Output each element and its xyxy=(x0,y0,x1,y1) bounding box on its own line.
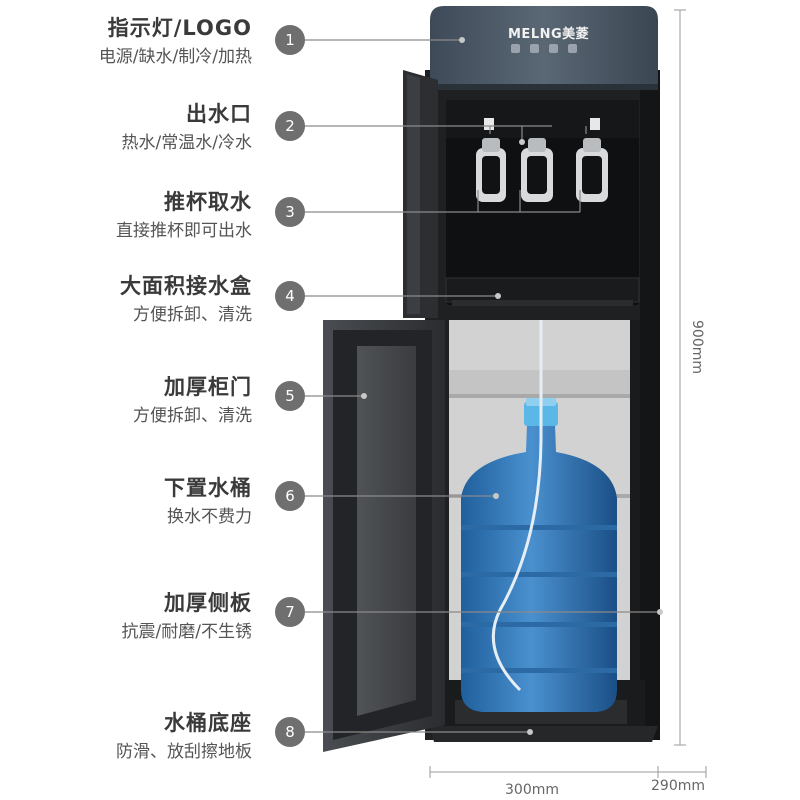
indicator-lights xyxy=(511,44,577,53)
feature-subtitle: 方便拆卸、清洗 xyxy=(133,305,252,325)
feature-title: 下置水桶 xyxy=(164,476,252,500)
callout-badge: 3 xyxy=(275,197,305,227)
callout-line-3 xyxy=(305,190,581,213)
water-bottle xyxy=(461,398,617,712)
feature-subtitle: 方便拆卸、清洗 xyxy=(133,406,252,426)
callout-badge: 5 xyxy=(275,381,305,411)
feature-bucket-base: 水桶底座 防滑、放刮擦地板 xyxy=(116,710,252,764)
feature-subtitle: 直接推杯即可出水 xyxy=(116,221,252,241)
feature-subtitle: 换水不费力 xyxy=(167,507,252,527)
feature-drip-tray: 大面积接水盒 方便拆卸、清洗 xyxy=(120,273,252,327)
drip-tray xyxy=(445,277,640,306)
water-taps xyxy=(476,118,608,202)
feature-water-outlet: 出水口 热水/常温水/冷水 xyxy=(122,101,252,155)
callout-badge: 8 xyxy=(275,717,305,747)
dispensing-recess xyxy=(446,100,639,305)
callout-badge: 6 xyxy=(275,481,305,511)
callout-line-2 xyxy=(305,125,587,142)
callout-badge: 4 xyxy=(275,281,305,311)
upper-door xyxy=(403,70,438,318)
feature-title: 指示灯/LOGO xyxy=(107,16,252,40)
feature-title: 出水口 xyxy=(186,102,252,126)
feature-thick-door: 加厚柜门 方便拆卸、清洗 xyxy=(133,374,252,428)
width-dimension-label: 300mm xyxy=(505,782,559,798)
callout-badge: 7 xyxy=(275,597,305,627)
feature-indicator-logo: 指示灯/LOGO 电源/缺水/制冷/加热 xyxy=(99,15,252,69)
feature-thick-side-panel: 加厚侧板 抗震/耐磨/不生锈 xyxy=(122,590,252,644)
brand-logo: MELNG美菱 xyxy=(508,27,590,42)
callout-badge: 1 xyxy=(275,25,305,55)
depth-dimension-label: 290mm xyxy=(651,778,705,794)
feature-subtitle: 热水/常温水/冷水 xyxy=(121,133,252,153)
water-tube xyxy=(491,320,543,692)
feature-bottom-bucket: 下置水桶 换水不费力 xyxy=(164,475,252,529)
feature-title: 推杯取水 xyxy=(164,190,252,214)
callout-lines xyxy=(305,39,660,733)
lower-door xyxy=(323,320,445,752)
callout-badge: 2 xyxy=(275,111,305,141)
feature-title: 加厚柜门 xyxy=(164,375,252,399)
feature-subtitle: 抗震/耐磨/不生锈 xyxy=(121,622,252,642)
feature-subtitle: 防滑、放刮擦地板 xyxy=(116,742,252,762)
dimension-lines xyxy=(429,9,707,778)
feature-title: 水桶底座 xyxy=(164,711,252,735)
feature-title: 加厚侧板 xyxy=(164,591,252,615)
feature-push-cup: 推杯取水 直接推杯即可出水 xyxy=(116,189,252,243)
feature-subtitle: 电源/缺水/制冷/加热 xyxy=(98,47,252,67)
feature-title: 大面积接水盒 xyxy=(120,274,252,298)
control-panel xyxy=(430,6,658,90)
height-dimension-label: 900mm xyxy=(689,320,705,374)
callout-endpoints xyxy=(361,37,663,735)
